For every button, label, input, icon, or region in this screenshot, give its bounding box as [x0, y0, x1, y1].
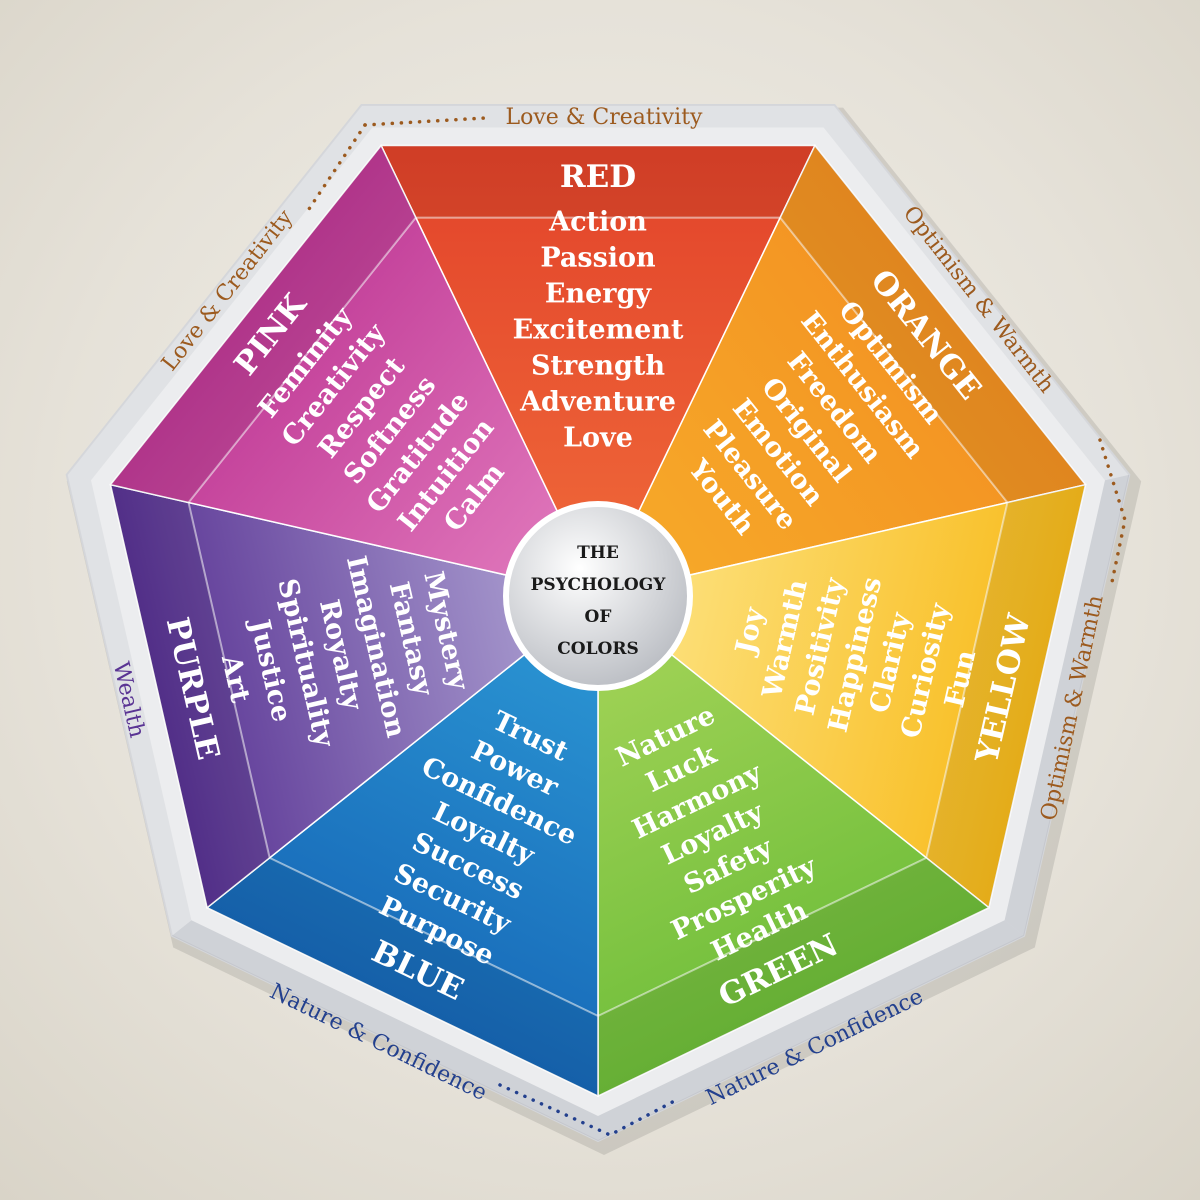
- segment-blue: BLUETrustPowerConfidenceLoyaltySuccessSe…: [205, 594, 599, 1098]
- frame-bevel: [1004, 474, 1130, 936]
- frame-bevel: [598, 920, 1025, 1141]
- segment-orange: ORANGEOptimismEnthusiasmFreedomOriginalE…: [596, 144, 1087, 598]
- segment-pink: PINKFeminityCreativityRespectSoftnessGra…: [109, 144, 600, 598]
- center-title-line-3: OF: [585, 607, 612, 627]
- center-circle: [503, 501, 693, 691]
- ring-label-top: Love & Creativity: [506, 105, 704, 130]
- segment-purple-band: [110, 484, 270, 908]
- frame-bevel: [66, 474, 192, 936]
- segment-yellow: YELLOWJoyWarmthPositivityHappinessClarit…: [596, 483, 1087, 910]
- segment-red-words: ActionPassionEnergyExcitementStrengthAdv…: [513, 207, 684, 454]
- frame-bevel: [823, 105, 1130, 481]
- center-title-line-1: THE: [577, 543, 619, 563]
- dots-top: [363, 116, 487, 127]
- segment-red: RED ActionPassionEnergyExcitementStrength…: [379, 144, 817, 598]
- segment-pink-band: [110, 145, 416, 503]
- dots-bottom: [498, 1083, 682, 1137]
- segment-green-band-line: [597, 856, 927, 1017]
- dots-right: [1098, 438, 1127, 584]
- segment-green-band: [598, 857, 989, 1096]
- center-title-line-4: COLORS: [557, 639, 639, 659]
- dotted-guides: [303, 116, 1127, 1137]
- segment-purple-band-line: [187, 502, 271, 859]
- frame-bevel: [361, 105, 835, 128]
- segment-yellow-band-line: [925, 502, 1009, 859]
- segment-red-band: [381, 145, 815, 218]
- center-title-line-2: PSYCHOLOGY: [531, 575, 667, 595]
- segment-red-word: Excitement: [513, 315, 684, 346]
- segment-pink-wedge: [109, 144, 600, 598]
- frame-bevel: [171, 920, 598, 1141]
- segment-pink-band-line: [187, 216, 417, 504]
- segment-orange-band-line: [779, 216, 1009, 504]
- segment-red-word: Adventure: [519, 387, 676, 418]
- segment-orange-band: [780, 145, 1086, 503]
- segment-red-word: Love: [563, 423, 633, 454]
- center-disc: THE PSYCHOLOGY OF COLORS: [503, 501, 693, 691]
- segment-blue-band-line: [269, 856, 599, 1017]
- frame-bevel: [66, 105, 373, 481]
- dots-upper-left: [303, 123, 367, 217]
- segment-red-word: Passion: [540, 243, 656, 274]
- segment-red-word: Strength: [531, 351, 665, 382]
- segment-red-word: Energy: [545, 279, 652, 310]
- segment-red-name: RED: [560, 159, 636, 195]
- segment-yellow-band: [926, 484, 1086, 908]
- segment-green: GREENNatureLuckHarmonyLoyaltySafetyProsp…: [597, 594, 991, 1098]
- segment-blue-band: [207, 857, 598, 1096]
- color-segments: RED ActionPassionEnergyExcitementStrength…: [109, 144, 1087, 1098]
- segment-red-word: Action: [548, 207, 647, 238]
